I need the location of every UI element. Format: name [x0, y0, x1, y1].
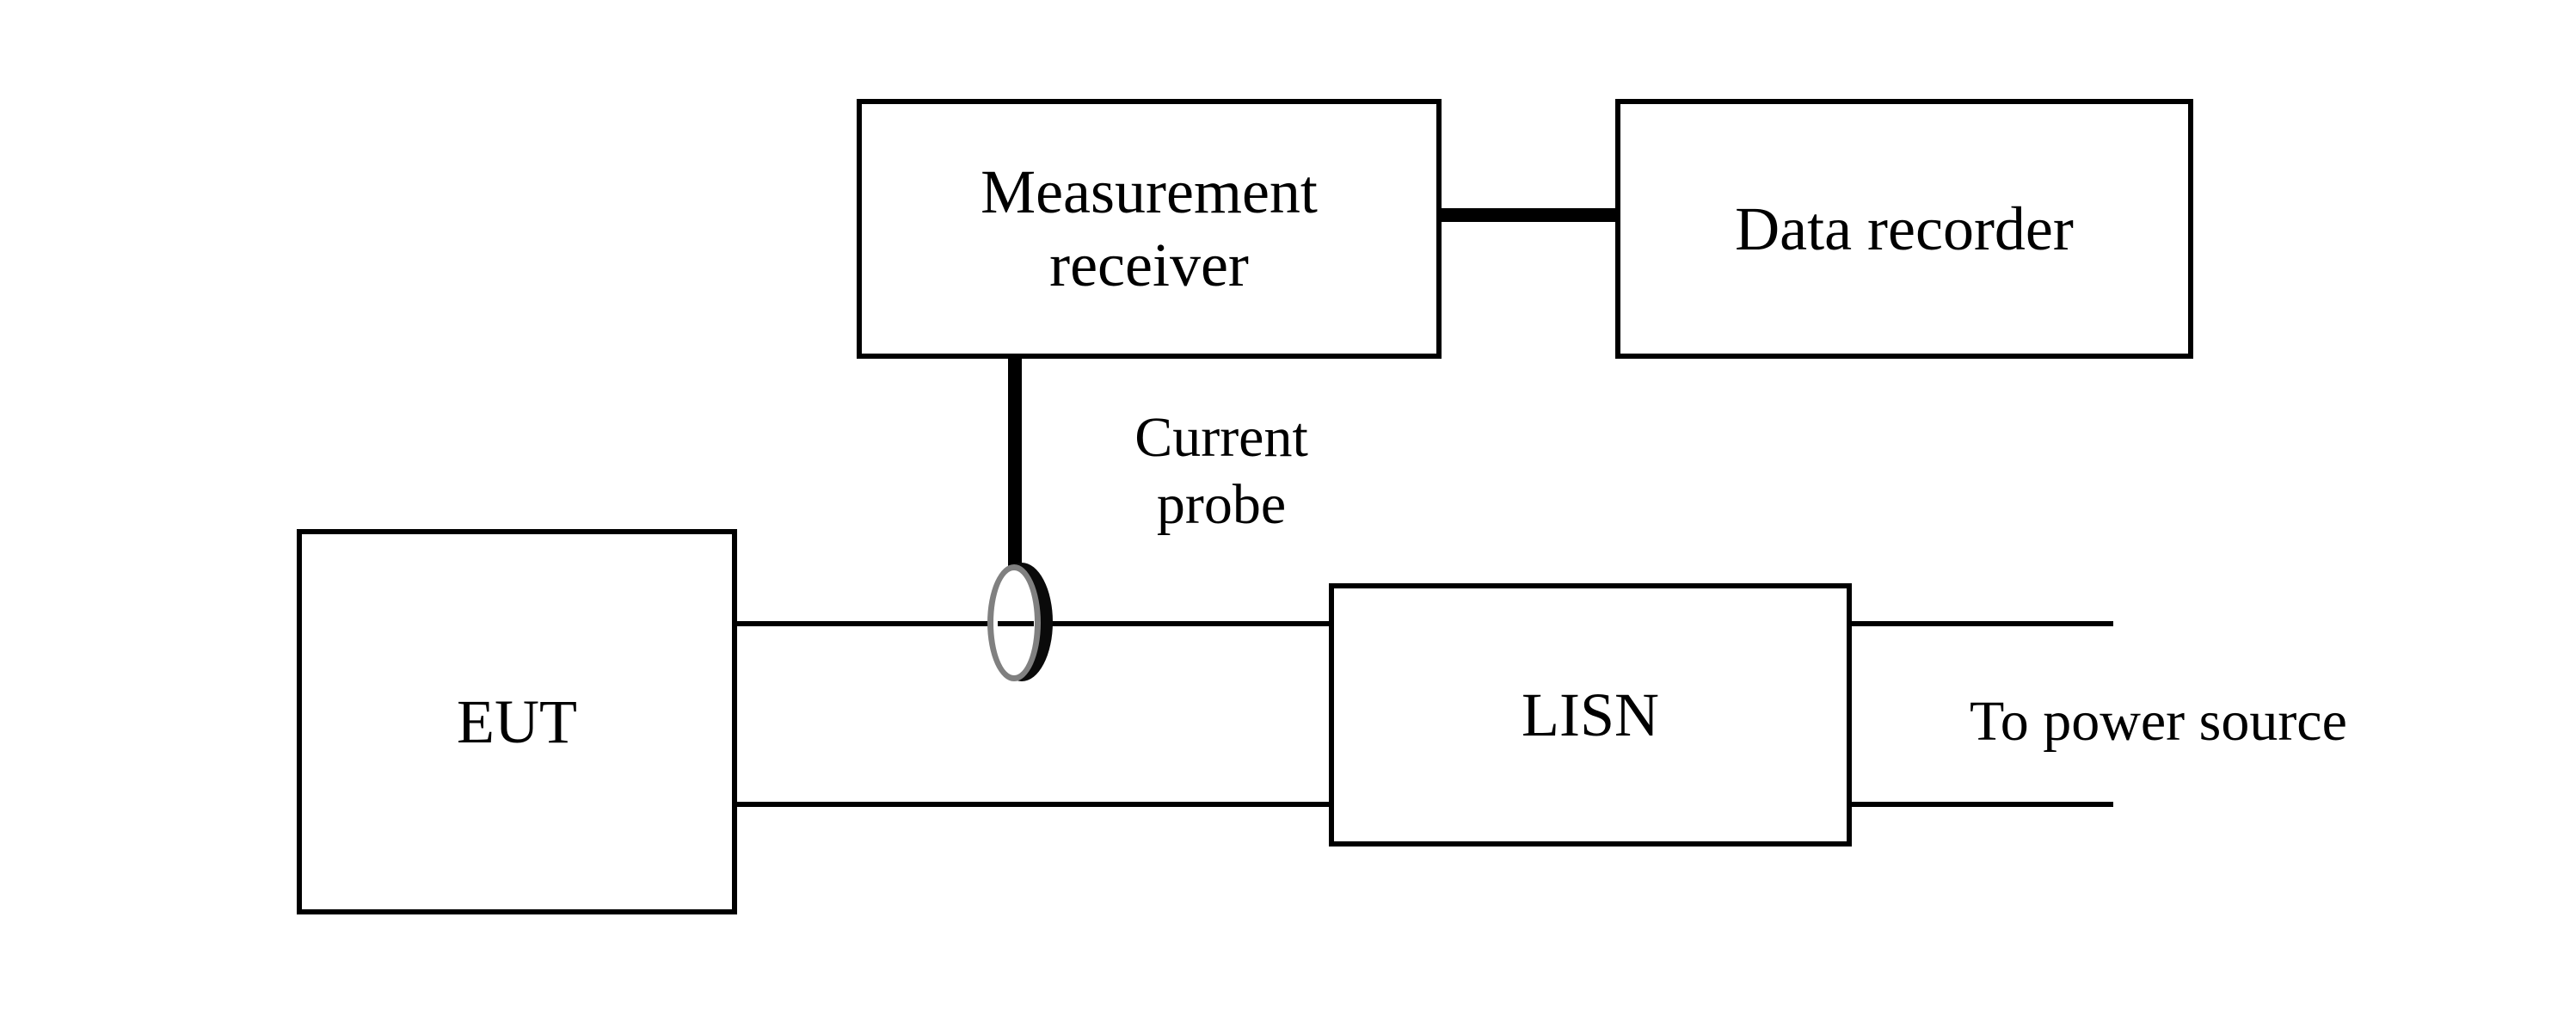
connector-receiver-to-data-recorder [1435, 208, 1620, 222]
node-lisn-label: LISN [1522, 680, 1659, 749]
wire-lisn-to-power-source-line [1848, 621, 2113, 626]
wire-eut-to-lisn-neutral [732, 802, 1332, 807]
node-data-recorder: Data recorder [1615, 99, 2193, 359]
wire-lisn-to-power-source-neutral [1848, 802, 2113, 807]
wire-through-probe-aperture [998, 621, 1034, 626]
node-lisn: LISN [1329, 583, 1852, 847]
node-measurement-receiver-label: Measurement receiver [981, 157, 1318, 299]
connector-receiver-to-current-probe [1008, 354, 1022, 576]
to-power-source-annotation: To power source [1970, 690, 2347, 753]
node-eut-label: EUT [457, 686, 577, 756]
node-eut: EUT [297, 529, 737, 914]
node-measurement-receiver: Measurement receiver [857, 99, 1442, 359]
node-data-recorder-label: Data recorder [1735, 194, 2074, 263]
current-probe-annotation: Current probe [1134, 406, 1308, 536]
